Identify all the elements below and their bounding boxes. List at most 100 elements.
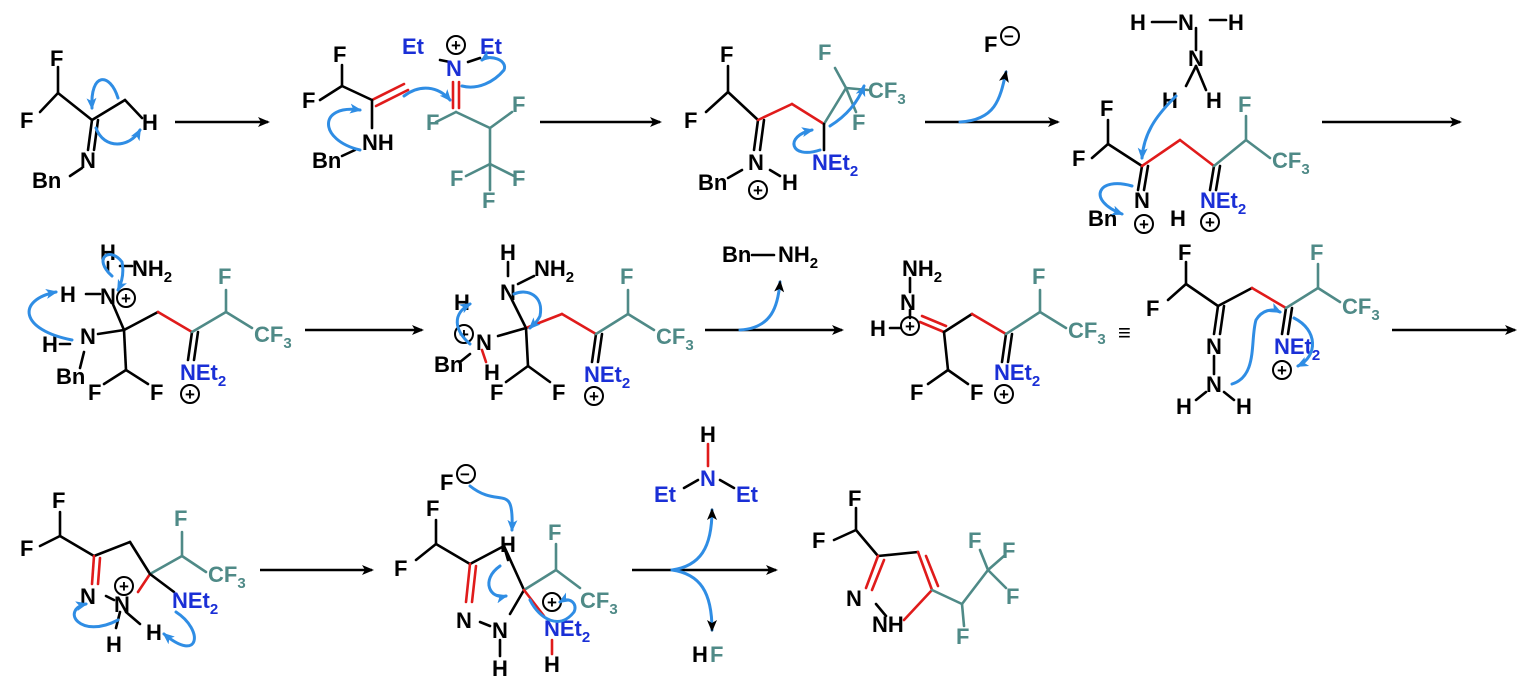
atom-h: H — [142, 110, 158, 135]
atom-f: F — [1310, 240, 1323, 265]
negative-charge-icon — [1000, 26, 1020, 46]
atom-f: F — [1146, 296, 1159, 321]
atom-h: H — [1228, 10, 1244, 35]
atom-f: F — [956, 624, 969, 649]
positive-charge-icon — [114, 576, 134, 596]
atom-f: F — [20, 108, 33, 133]
atom-h: H — [544, 652, 560, 677]
equivalence-sign: ≡ — [1118, 320, 1131, 345]
atom-n: N — [100, 284, 116, 309]
positive-charge-icon — [994, 384, 1014, 404]
structure-6-aminal-intermediate: H NH2 N H N + Bn H F F NEt2 + F CF3 — [434, 240, 694, 406]
curly-arrow — [828, 84, 866, 128]
atom-f: F — [968, 528, 981, 553]
atom-f: F — [1178, 240, 1191, 265]
atom-h: H — [700, 422, 716, 447]
positive-charge-icon — [748, 180, 768, 200]
atom-h: H — [870, 316, 886, 341]
benzyl-label: Bn — [56, 364, 85, 389]
structure-10-pyrazoline-elimination: F F H N N H NEt2 + H F CF3 F − — [394, 464, 618, 681]
positive-charge-icon — [1272, 360, 1292, 380]
atom-f: F — [818, 40, 831, 65]
cf3-group: CF3 — [208, 562, 246, 592]
atom-n: N — [1188, 46, 1204, 71]
charge-plus: + — [451, 36, 461, 55]
cf3-group: CF3 — [1342, 294, 1380, 324]
curly-arrow — [792, 127, 822, 154]
atom-f: F — [333, 42, 346, 67]
charge-plus: + — [185, 385, 195, 404]
atom-h: H — [1236, 394, 1252, 419]
atom-n: N — [456, 608, 472, 633]
positive-charge-icon — [180, 384, 200, 404]
atom-f: F — [1002, 538, 1015, 563]
atom-n: N — [80, 148, 96, 173]
curly-arrow — [101, 253, 127, 292]
atom-nh: NH — [362, 130, 394, 155]
atom-f: F — [684, 108, 697, 133]
atom-f: F — [552, 380, 565, 405]
atom-f: F — [1100, 96, 1113, 121]
atom-f: F — [394, 556, 407, 581]
net2-group: NEt2 — [172, 588, 218, 618]
structure-5-aminal-hydrazinium: H NH2 N H + N H Bn F F NEt2 + F CF3 — [27, 240, 292, 405]
cf3-group: CF3 — [580, 588, 618, 618]
curly-arrow — [1098, 182, 1134, 216]
positive-charge-icon — [446, 35, 466, 55]
atom-n: N — [1206, 372, 1222, 397]
cf3-group: CF3 — [1068, 318, 1106, 348]
curly-arrow — [327, 103, 362, 152]
atom-f: F — [302, 88, 315, 113]
atom-h: H — [42, 332, 58, 357]
net2-group: NEt2 — [994, 360, 1040, 390]
curly-arrow — [72, 601, 120, 629]
fluoride-ion: F — [440, 470, 453, 495]
ethyl-label: Et — [480, 34, 503, 59]
atom-nh: NH — [872, 612, 904, 637]
atom-f: F — [88, 380, 101, 405]
atom-h: H — [60, 282, 76, 307]
benzyl-label: Bn — [698, 170, 727, 195]
diethylamine-n: N — [700, 466, 716, 491]
structure-11-pyrazole-product: F F N NH F F F F — [812, 486, 1019, 649]
atom-n: N — [1178, 10, 1194, 35]
atom-f: F — [548, 520, 561, 545]
curly-arrow — [455, 302, 472, 346]
atom-n: N — [1134, 188, 1150, 213]
curly-arrow — [94, 126, 142, 146]
diethylamine-hf-release-arrow: H N Et Et H F — [632, 422, 778, 667]
structure-4-hydrazine-attack: H N H N H H F F N Bn H + NEt2 + F CF3 — [1072, 10, 1310, 234]
cf3-group: CF3 — [1272, 148, 1310, 178]
atom-n: N — [1206, 334, 1222, 359]
positive-charge-icon — [584, 386, 604, 406]
atom-n: N — [476, 330, 492, 355]
atom-f: F — [1238, 92, 1251, 117]
net2-group: NEt2 — [180, 360, 226, 390]
atom-f: F — [174, 506, 187, 531]
atom-f: F — [848, 486, 861, 511]
atom-f: F — [852, 110, 865, 135]
ethyl-label: Et — [402, 34, 425, 59]
atom-h: H — [782, 170, 798, 195]
benzylamine-bn: Bn — [722, 242, 751, 267]
hf-f: F — [710, 642, 723, 667]
atom-f: F — [1032, 264, 1045, 289]
net2-group: NEt2 — [584, 362, 630, 392]
charge-plus: + — [999, 385, 1009, 404]
curly-arrow — [1230, 303, 1282, 386]
charge-minus: − — [1004, 27, 1014, 46]
atom-n: N — [500, 280, 516, 305]
atom-n: N — [492, 618, 508, 643]
atom-n: N — [114, 592, 130, 617]
benzylamine-nh2: NH2 — [778, 242, 818, 272]
positive-charge-icon — [900, 316, 920, 336]
atom-f: F — [970, 380, 983, 405]
atom-f: F — [50, 46, 63, 71]
atom-h: H — [1206, 88, 1222, 113]
nh2-group: NH2 — [902, 256, 942, 286]
cf3-group: CF3 — [254, 322, 292, 352]
curly-arrow — [460, 50, 507, 89]
benzyl-label: Bn — [32, 168, 61, 193]
hf-h: H — [692, 642, 708, 667]
